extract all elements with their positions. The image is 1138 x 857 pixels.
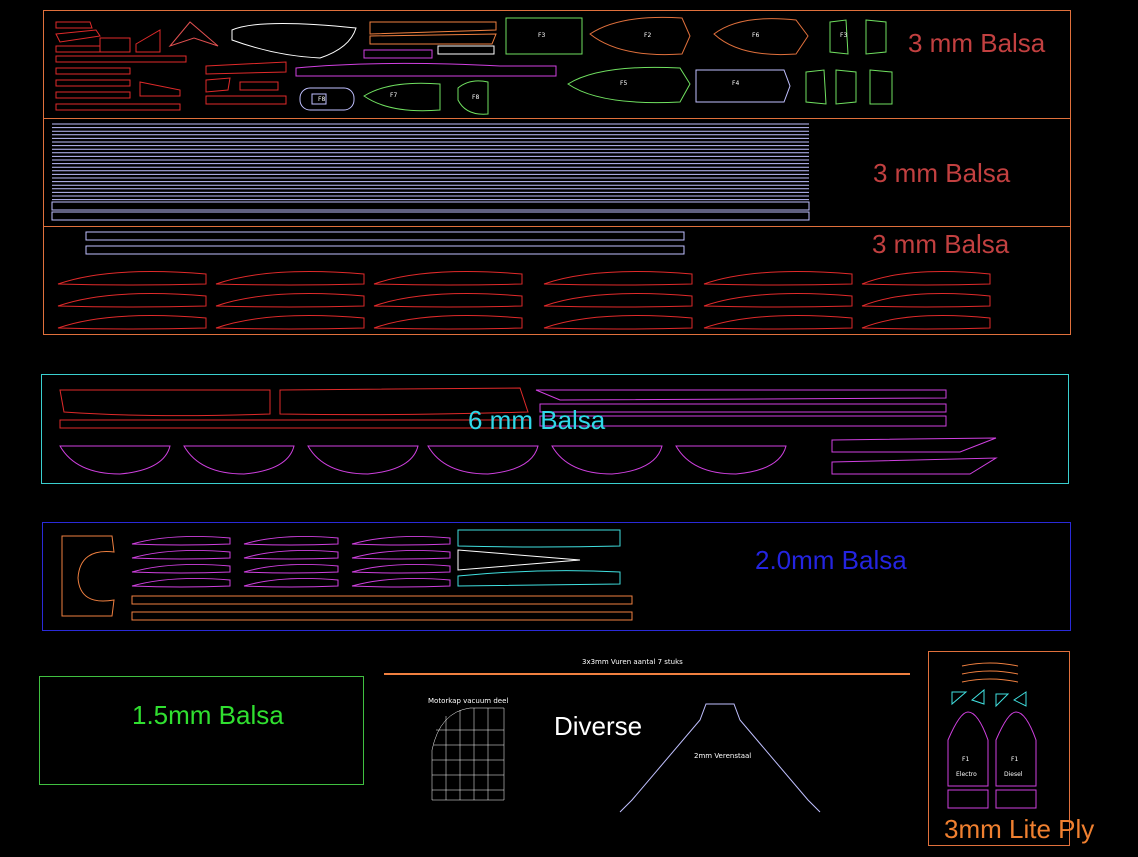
balsa-strips <box>51 123 810 221</box>
former-label: F3 <box>538 32 546 39</box>
wing-rib <box>703 293 853 308</box>
wing-ribs <box>57 271 991 330</box>
former-label: F7 <box>390 92 398 99</box>
fuselage-stringers-orange <box>369 21 497 45</box>
wing-rib <box>703 271 853 286</box>
wing-rib <box>57 293 207 308</box>
wing-rib <box>861 315 991 330</box>
sheet-3mm-top <box>43 10 1071 119</box>
former-label: F6 <box>752 32 760 39</box>
wing-rib <box>131 549 231 560</box>
wing-tip <box>307 445 419 475</box>
sheet-label-liteply: 3mm Lite Ply <box>944 814 1095 844</box>
wing-rib <box>131 563 231 574</box>
wing-rib <box>543 271 693 286</box>
former-small-lavender <box>299 87 355 111</box>
wing-rib <box>373 315 523 330</box>
spruce-note: 3x3mm Vuren aantal 7 stuks <box>582 658 683 666</box>
sheet-label-3mm-mid: 3 mm Balsa <box>873 158 1011 188</box>
wing-tip <box>59 445 171 475</box>
cowl-mesh <box>431 707 505 801</box>
former-label: F8 <box>472 94 480 101</box>
balsa-strip <box>51 201 810 211</box>
former-label: F2 <box>644 32 652 39</box>
wing-rib <box>57 315 207 330</box>
cowl-note: Motorkap vacuum deel <box>428 697 509 705</box>
wing-rib <box>131 577 231 588</box>
wing-rib <box>243 563 339 574</box>
wing-rib <box>373 293 523 308</box>
electro-label: Electro <box>956 771 977 778</box>
canopy-part <box>231 22 357 59</box>
6mm-spars <box>535 389 998 475</box>
former-label: F4 <box>732 80 740 87</box>
former-group-green <box>363 16 893 115</box>
sheet-label-2mm: 2.0mm Balsa <box>755 545 907 575</box>
wing-rib <box>351 577 451 588</box>
wing-tip <box>551 445 663 475</box>
sheet-label-diverse: Diverse <box>554 711 643 741</box>
balsa-strip <box>51 211 810 221</box>
firewall-formers <box>947 711 1037 809</box>
former-label: F5 <box>620 80 628 87</box>
wing-rib <box>131 535 231 546</box>
wing-rib <box>703 315 853 330</box>
wing-tips <box>59 445 787 475</box>
wing-rib <box>351 549 451 560</box>
2mm-cyan-parts <box>457 529 621 587</box>
6mm-fuselage-sides <box>59 387 531 429</box>
sheet-2mm <box>42 522 1071 631</box>
wing-tip <box>183 445 295 475</box>
top-small-parts <box>55 21 287 111</box>
sheet-6mm <box>41 374 1069 484</box>
wing-rib <box>243 535 339 546</box>
former-f1-diesel-label: F1 <box>1011 756 1019 763</box>
sheet-1-5mm <box>39 676 364 785</box>
liteply-parts <box>961 662 1019 683</box>
wing-rib <box>243 549 339 560</box>
liteply-triangles <box>951 688 1027 708</box>
former-f1-electro-label: F1 <box>962 756 970 763</box>
wire-note: 2mm Verenstaal <box>694 752 752 760</box>
wing-rib <box>351 563 451 574</box>
wing-rib <box>861 271 991 286</box>
sheet-3mm-bottom <box>43 226 1071 335</box>
wing-tip <box>427 445 539 475</box>
wing-rib <box>215 271 365 286</box>
wing-tip <box>675 445 787 475</box>
former-label: F3 <box>840 32 848 39</box>
sheet-liteply <box>928 651 1070 846</box>
wing-rib <box>215 293 365 308</box>
magenta-strips-top <box>295 49 557 77</box>
2mm-long-strips <box>131 595 633 621</box>
wing-rib <box>351 535 451 546</box>
wing-rib <box>861 293 991 308</box>
wing-rib <box>543 293 693 308</box>
long-bars <box>85 231 685 255</box>
sheet-label-1-5mm: 1.5mm Balsa <box>132 700 284 730</box>
wing-rib <box>373 271 523 286</box>
2mm-ribs <box>131 535 451 588</box>
former-label: F8 <box>318 96 326 103</box>
sheet-label-3mm-bottom: 3 mm Balsa <box>872 229 1010 259</box>
undercarriage-wire <box>619 703 821 813</box>
wing-rib <box>543 315 693 330</box>
sheet-label-3mm-top: 3 mm Balsa <box>908 28 1046 58</box>
sheet-label-6mm: 6 mm Balsa <box>468 405 606 435</box>
wing-rib <box>243 577 339 588</box>
wing-rib <box>215 315 365 330</box>
wing-rib <box>57 271 207 286</box>
thin-white-strips <box>437 45 495 55</box>
diesel-label: Diesel <box>1004 771 1023 778</box>
sheet-outlines <box>39 10 1071 846</box>
c-shape-part <box>61 535 115 617</box>
